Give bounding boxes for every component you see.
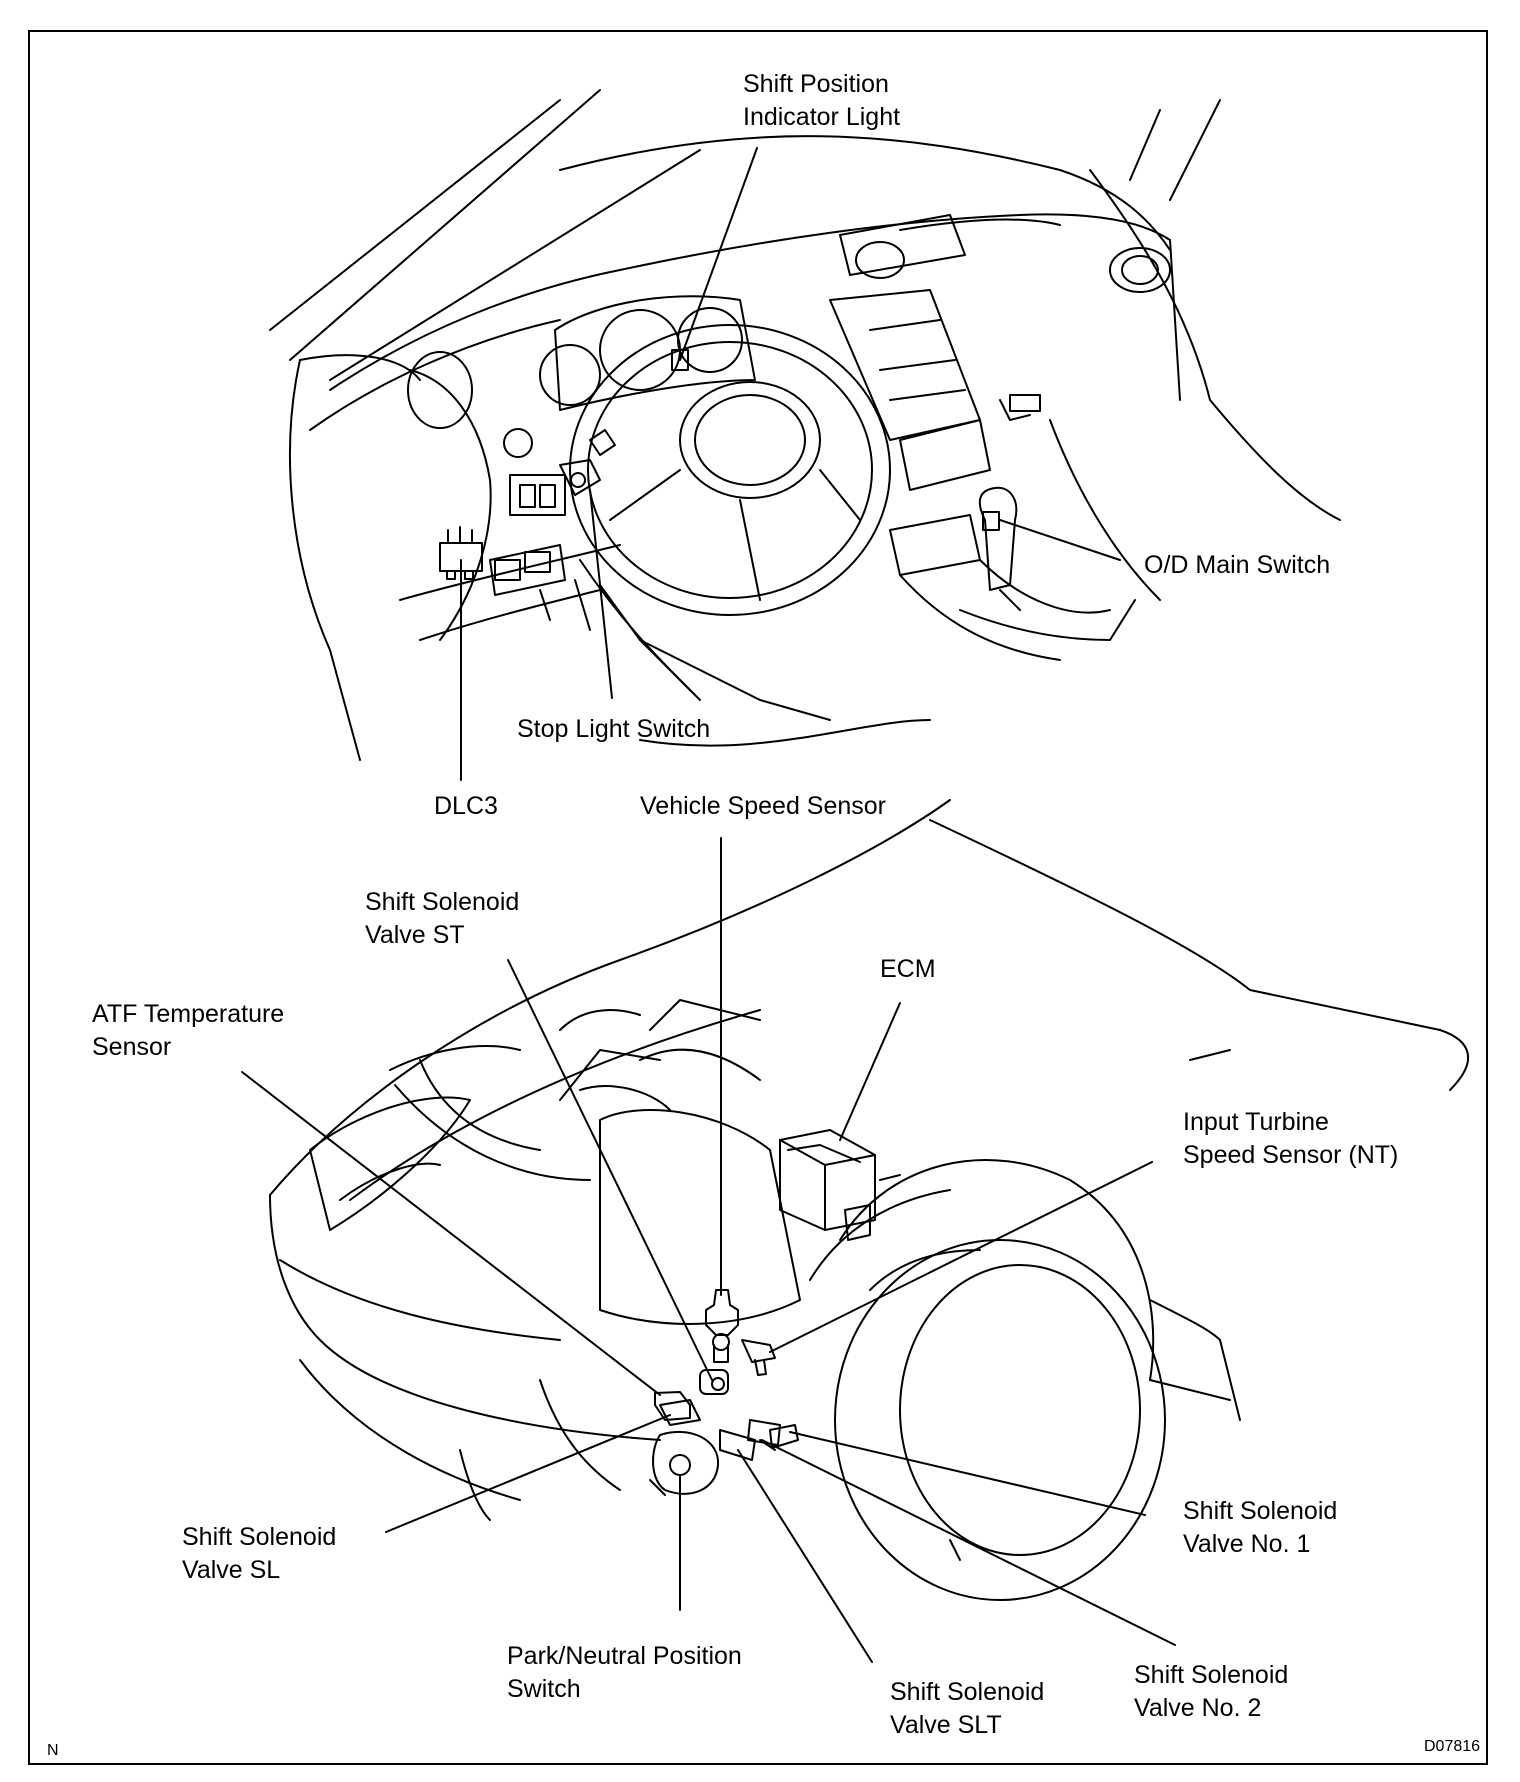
leader-lines [241,147,1176,1663]
label-od-main-switch: O/D Main Switch [1144,551,1331,579]
label-shift-position-indicator-light: Shift Position Indicator Light [743,70,901,131]
label-atf-temperature-sensor: ATF Temperature Sensor [92,1000,285,1061]
dashboard-interior-drawing [269,89,1341,761]
label-dlc3: DLC3 [434,792,498,820]
label-stop-light-switch: Stop Light Switch [517,715,711,743]
figure-code: D07816 [1424,1738,1481,1755]
label-input-turbine-speed-sensor: Input Turbine Speed Sensor (NT) [1183,1108,1399,1169]
label-shift-solenoid-valve-sl: Shift Solenoid Valve SL [182,1523,337,1584]
corner-mark-left: N [47,1742,59,1759]
label-ecm: ECM [880,955,936,983]
label-shift-solenoid-valve-no2: Shift Solenoid Valve No. 2 [1134,1661,1289,1722]
label-shift-solenoid-valve-no1: Shift Solenoid Valve No. 1 [1183,1497,1338,1558]
label-vehicle-speed-sensor: Vehicle Speed Sensor [640,792,887,820]
label-shift-solenoid-valve-st: Shift Solenoid Valve ST [365,888,520,949]
label-park-neutral-position-switch: Park/Neutral Position Switch [507,1642,742,1703]
diagram-frame [28,30,1488,1765]
label-shift-solenoid-valve-slt: Shift Solenoid Valve SLT [890,1678,1045,1739]
engine-bay-drawing [269,799,1470,1601]
